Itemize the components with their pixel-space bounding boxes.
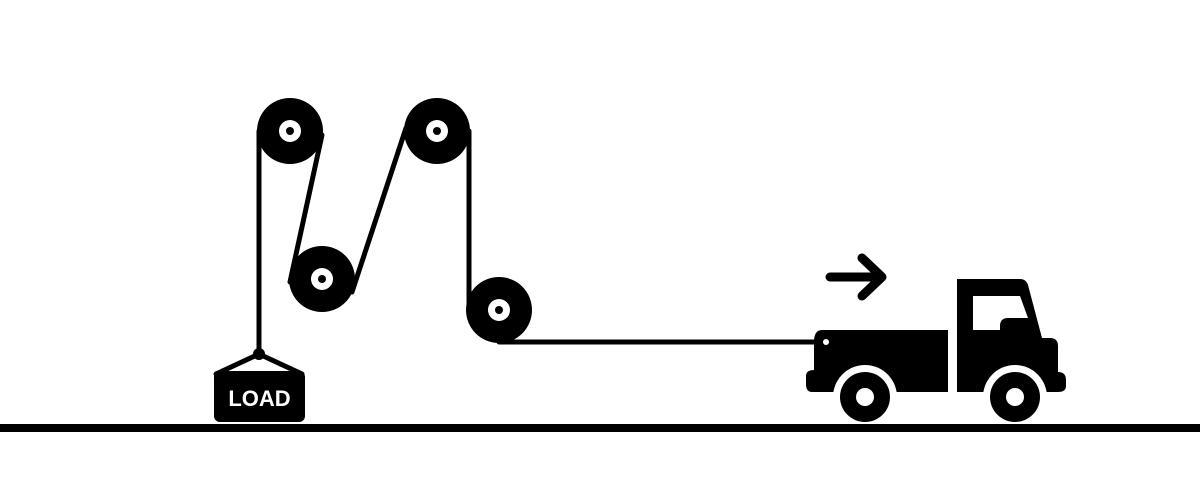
truck-icon bbox=[806, 279, 1066, 429]
rope bbox=[256, 125, 821, 357]
pulley-2 bbox=[289, 246, 355, 312]
pulley-1 bbox=[257, 98, 323, 164]
pulley-3 bbox=[404, 98, 470, 164]
load-label: LOAD bbox=[228, 386, 290, 411]
arrow-right-icon bbox=[825, 253, 887, 301]
load-weight-icon: LOAD bbox=[213, 348, 305, 422]
ground-line bbox=[0, 424, 1200, 432]
pulley-4 bbox=[466, 277, 532, 343]
